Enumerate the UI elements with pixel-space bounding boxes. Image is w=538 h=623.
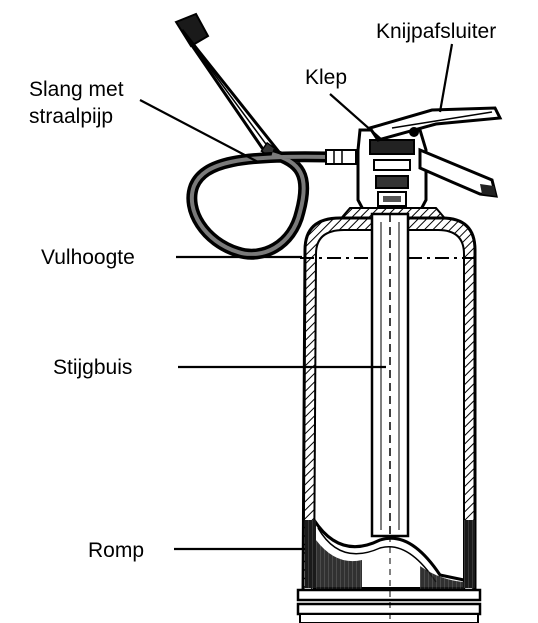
label-hose-line2: straalpijp	[29, 105, 113, 128]
label-squeeze-handle: Knijpafsluiter	[376, 20, 496, 43]
cylinder	[298, 214, 480, 623]
label-body: Romp	[88, 539, 144, 562]
label-fill-level: Vulhoogte	[41, 246, 135, 269]
valve-head	[338, 130, 448, 222]
label-hose-line1: Slang met	[29, 78, 124, 101]
nozzle-pipe	[176, 14, 279, 159]
leader-valve	[330, 94, 382, 140]
label-riser-tube: Stijgbuis	[53, 356, 132, 379]
leader-squeeze-handle	[440, 44, 452, 112]
label-valve: Klep	[305, 66, 347, 89]
